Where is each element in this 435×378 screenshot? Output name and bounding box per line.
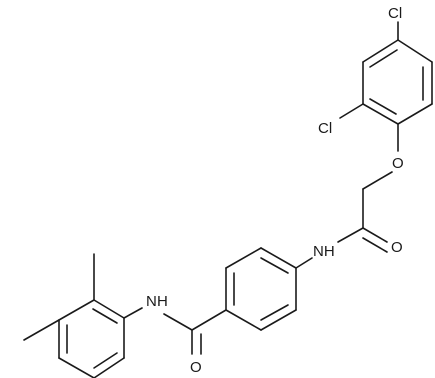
bond — [362, 39, 399, 63]
atom-anilide-h: H — [157, 293, 168, 310]
bond-acetyl-co-2 — [362, 237, 388, 253]
atom-cl-ortho: Cl — [318, 120, 332, 137]
atom-cl-top: Cl — [388, 5, 402, 22]
atom-ether-o: O — [392, 155, 404, 172]
bond — [260, 257, 289, 274]
bond — [92, 308, 118, 324]
bond — [397, 39, 433, 63]
central-phenyl-ring — [225, 247, 297, 331]
bond-c-n — [163, 313, 193, 331]
bond-cl-ortho — [339, 103, 364, 119]
bond-ether-ch2 — [362, 171, 393, 190]
bond — [260, 309, 297, 331]
dimethylphenyl-ring — [58, 299, 125, 378]
bond-methyl-para — [23, 319, 60, 341]
bond — [58, 357, 95, 378]
bond — [58, 299, 95, 321]
atom-amide-nh: NH — [313, 243, 335, 260]
bond-ring-amide-c — [191, 309, 227, 331]
bond-acetyl-co — [362, 227, 388, 243]
atom-anilide-n: N — [146, 293, 157, 310]
bond — [260, 247, 297, 269]
bond — [93, 299, 125, 319]
bond-carbonyl-nh — [337, 227, 364, 243]
bond — [260, 304, 289, 321]
bond — [362, 103, 399, 125]
bond-n-ring — [123, 307, 143, 319]
bond — [93, 357, 125, 378]
atom-benzamide-o: O — [190, 359, 202, 376]
atom-acetyl-o: O — [391, 239, 403, 256]
bond — [369, 49, 398, 68]
bond — [369, 98, 397, 115]
dichlorophenyl-ring — [362, 39, 433, 125]
bond-nh-ring — [295, 257, 313, 269]
bond — [397, 103, 433, 125]
bond — [225, 309, 262, 331]
bond — [93, 352, 118, 369]
bond — [225, 247, 262, 269]
